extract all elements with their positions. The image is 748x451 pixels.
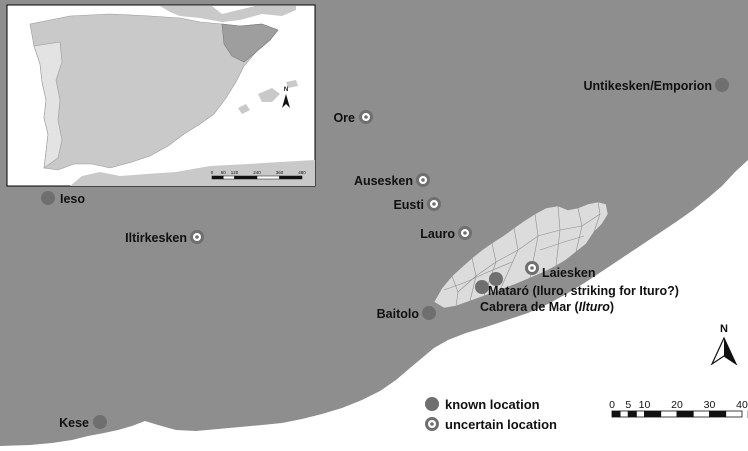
place-label: Mataró (Iluro, striking for Ituro?) [488,284,679,298]
place-lauro: Lauro [420,226,472,241]
legend-uncertain: uncertain location [425,417,557,432]
place-eusti: Eusti [393,197,441,212]
inset-mallorca [258,88,280,102]
place-ieso: Ieso [41,191,85,206]
scale-bar-tick-label: 0 [609,399,615,411]
inset-map: 0 60 120 240 360 480 N [6,4,316,187]
inset-scale-segment [256,175,280,180]
scale-bar-segment [611,410,621,418]
place-laiesken: Laiesken [525,261,596,280]
inset-scale-tick-label: 60 [221,170,227,175]
place-matar-iluro-striking-for-ituro: Mataró (Iluro, striking for Ituro?) [488,272,679,298]
scale-bar-segment [635,410,645,418]
scale-bar-segment [725,410,743,418]
known-location-marker [41,191,55,205]
place-baitolo: Baitolo [377,306,436,321]
place-ausesken: Ausesken [354,173,430,188]
inset-france [160,6,296,22]
scale-bar-tick-label: 5 [625,399,631,411]
scale-bar-tick-label: 40 [736,399,748,411]
scale-bar-tick-label: 10 [639,399,651,411]
known-location-marker [93,415,107,429]
scale-bar-tick-label: 20 [671,399,683,411]
inset-scale-tick-label: 480 [298,170,306,175]
place-label: Laiesken [542,266,596,280]
place-label: Iltirkesken [125,231,187,245]
inset-north-label: N [284,87,288,93]
place-label: Kese [59,416,89,430]
inset-scale-tick-label: 240 [253,170,261,175]
scale-bar-segment [660,410,678,418]
place-label: Ore [333,111,355,125]
place-label: Ieso [60,192,85,206]
north-arrow-label: N [720,323,728,335]
inset-scale-tick-label: 120 [231,170,239,175]
scale-bar-segment [627,410,637,418]
inset-north-arrow: N [282,87,290,108]
legend-known: known location [425,397,540,412]
maresme-region [433,201,609,309]
scale-bar-segment [676,410,694,418]
inset-scale-segment [211,175,224,180]
place-ore: Ore [333,110,373,125]
inset-scale-segment [223,175,235,180]
place-label: Baitolo [377,307,420,321]
place-label: Eusti [393,198,424,212]
inset-scale-segment [234,175,258,180]
inset-catalonia [221,23,279,63]
north-arrow: N [710,323,738,366]
known-location-marker [422,306,436,320]
scale-bar-segment [619,410,629,418]
inset-scale-bar: 0 60 120 240 360 480 [211,170,306,180]
legend-known-marker [425,397,439,411]
place-iltirkesken: Iltirkesken [125,230,204,245]
places-layer: Untikesken/EmporionOreAuseskenEustiLauro… [41,78,729,430]
inset-menorca [286,80,298,88]
place-label: Untikesken/Emporion [584,79,713,93]
legend-uncertain-label: uncertain location [445,417,557,432]
legend: known location uncertain location [425,397,557,432]
scale-bar-segment [644,410,662,418]
inset-ibiza [238,104,250,114]
scale-bar: 0510203040km [609,399,748,421]
place-cabrera-de-mar-ilturo: Cabrera de Mar (Ilturo) [475,280,614,314]
inset-scale-segment [279,175,303,180]
place-label: Lauro [420,227,455,241]
scale-bar-segment [692,410,710,418]
place-kese: Kese [59,415,107,430]
legend-known-label: known location [445,397,540,412]
cap-de-creus [716,0,748,36]
known-location-marker [715,78,729,92]
inset-portugal [33,41,63,169]
inset-africa [70,160,315,186]
known-location-marker [475,280,489,294]
scale-bar-segment [709,410,727,418]
place-untikesken-emporion: Untikesken/Emporion [584,78,729,93]
inset-scale-tick-label: 0 [211,170,214,175]
scale-bar-tick-label: 30 [704,399,716,411]
inset-scale-tick-label: 360 [276,170,284,175]
place-label: Cabrera de Mar (Ilturo) [480,300,614,314]
known-location-marker [489,272,503,286]
place-label: Ausesken [354,174,413,188]
